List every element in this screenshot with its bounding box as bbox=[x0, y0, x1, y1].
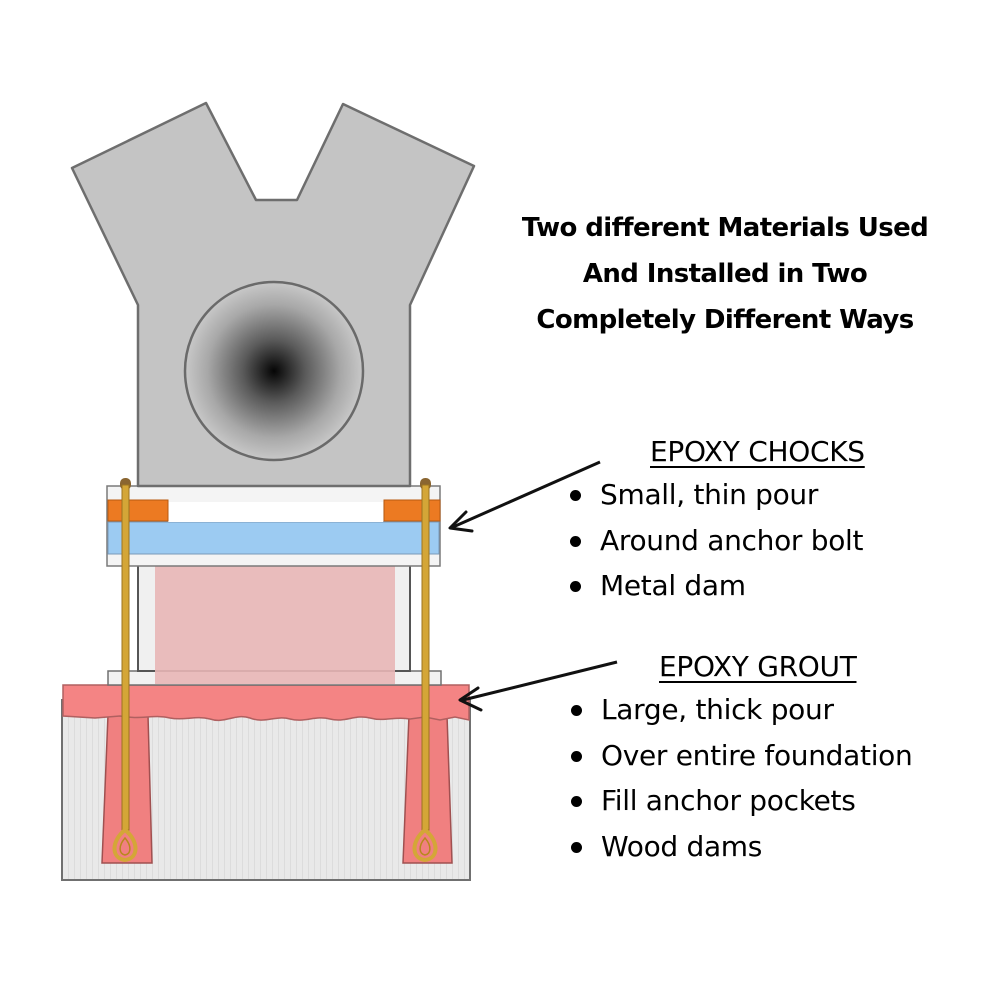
bullet-icon bbox=[571, 796, 582, 807]
list-item-text: Over entire foundation bbox=[601, 738, 913, 772]
anchor-bolt-left bbox=[112, 478, 138, 863]
epoxy-chocks-section: EPOXY CHOCKS Small, thin pour Around anc… bbox=[566, 432, 865, 609]
list-item: Over entire foundation bbox=[567, 733, 913, 779]
bullet-icon bbox=[570, 535, 581, 547]
epoxy-grout-layer bbox=[62, 684, 470, 721]
title-line: Completely Different Ways bbox=[536, 305, 914, 335]
epoxy-grout-section: EPOXY GROUT Large, thick pour Over entir… bbox=[567, 647, 913, 870]
list-item: Fill anchor pockets bbox=[567, 778, 912, 824]
chock-gap bbox=[168, 502, 383, 522]
list-item-text: Metal dam bbox=[600, 569, 746, 602]
section-heading: EPOXY GROUT bbox=[659, 650, 857, 683]
bullet-icon bbox=[570, 490, 581, 501]
bore bbox=[183, 280, 365, 462]
list-item-text: Large, thick pour bbox=[601, 693, 834, 726]
bullet-list: Large, thick pour Over entire foundation… bbox=[567, 687, 913, 870]
list-item-text: Fill anchor pockets bbox=[601, 784, 856, 817]
bullet-icon bbox=[571, 705, 582, 716]
list-item: Small, thin pour bbox=[566, 472, 865, 518]
list-item-text: Around anchor bolt bbox=[600, 523, 864, 557]
section-heading: EPOXY CHOCKS bbox=[650, 435, 865, 468]
list-item: Large, thick pour bbox=[567, 687, 912, 733]
list-item: Wood dams bbox=[567, 824, 912, 870]
bullet-icon bbox=[571, 841, 582, 853]
anchor-bolt-right bbox=[412, 478, 438, 863]
title-line: And Installed in Two bbox=[582, 259, 868, 289]
diagram-title: Two different Materials Used And Install… bbox=[475, 205, 975, 343]
list-item-text: Small, thin pour bbox=[600, 478, 819, 511]
title-line: Two different Materials Used bbox=[521, 213, 929, 243]
list-item-text: Wood dams bbox=[601, 829, 763, 863]
bullet-icon bbox=[571, 750, 582, 762]
bullet-icon bbox=[570, 581, 581, 592]
sole-plate bbox=[107, 521, 440, 555]
arrow-to-grout bbox=[458, 660, 618, 712]
bullet-list: Small, thin pour Around anchor bolt Meta… bbox=[566, 472, 865, 609]
pedestal-fill bbox=[155, 556, 395, 684]
list-item: Around anchor bolt bbox=[566, 518, 865, 564]
arrow-to-chocks bbox=[448, 460, 601, 533]
epoxy-chock-right bbox=[383, 499, 441, 522]
epoxy-chock-left bbox=[107, 499, 169, 522]
list-item: Metal dam bbox=[566, 563, 865, 609]
